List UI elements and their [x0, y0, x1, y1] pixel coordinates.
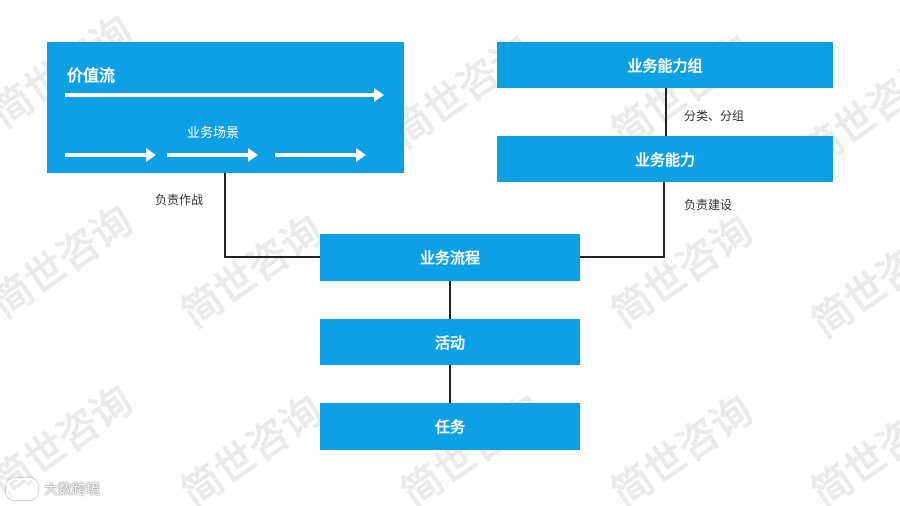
watermark: 简世咨询 [173, 387, 332, 506]
connector-activity-task [449, 365, 451, 403]
business-scenario-label: 业务场景 [187, 126, 240, 141]
scenario-arrow-3 [275, 148, 366, 162]
scenario-arrow-2 [167, 148, 258, 162]
connector-capability-across [580, 256, 665, 258]
process-box: 业务流程 [320, 234, 580, 281]
connector-vs-across [224, 256, 320, 258]
footer-logo: 大数跨境 [6, 478, 100, 500]
watermark: 简世咨询 [603, 207, 762, 338]
value-stream-arrow [65, 88, 384, 102]
capability-label: 业务能力 [634, 150, 695, 169]
connector-process-activity [449, 281, 451, 319]
value-stream-title: 价值流 [67, 66, 116, 85]
connector-capability-down [663, 182, 665, 258]
process-label: 业务流程 [419, 249, 480, 267]
task-label: 任务 [434, 418, 465, 436]
scenario-arrow-1 [65, 148, 156, 162]
edge-label-classify-group: 分类、分组 [684, 109, 745, 123]
watermark: 简世咨询 [803, 217, 900, 348]
watermark: 简世咨询 [173, 207, 332, 338]
edge-label-responsible-build: 负责建设 [684, 198, 733, 212]
capability-group-label: 业务能力组 [627, 56, 703, 75]
connector-vs-down [224, 173, 226, 258]
watermark: 简世咨询 [603, 387, 762, 506]
activity-box: 活动 [320, 319, 580, 365]
activity-label: 活动 [434, 333, 465, 352]
watermark: 简世咨询 [803, 387, 900, 506]
value-stream-box: 价值流 业务场景 [47, 42, 404, 173]
connector-group-capability [665, 88, 667, 136]
footer-logo-text: 大数跨境 [44, 482, 100, 498]
task-box: 任务 [320, 403, 580, 450]
capability-group-box: 业务能力组 [497, 42, 833, 88]
logo-icon [6, 478, 38, 500]
capability-box: 业务能力 [497, 136, 833, 182]
edge-label-responsible-operation: 负责作战 [155, 193, 204, 207]
watermark: 简世咨询 [0, 197, 142, 328]
